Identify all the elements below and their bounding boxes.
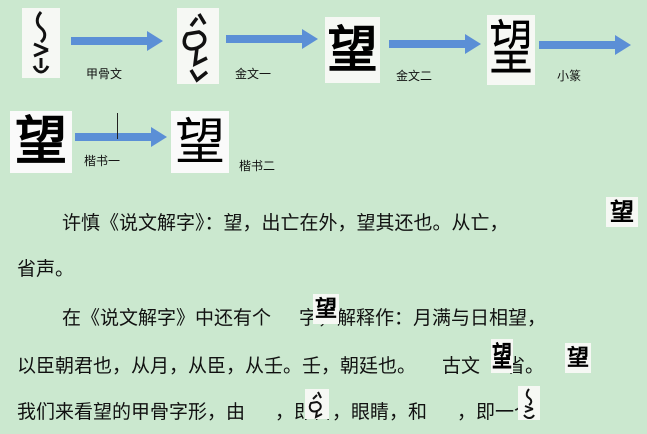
inline-glyph-seal-1: 望 <box>606 197 638 227</box>
inline-glyph-seal-3: 望 <box>565 343 591 373</box>
stage-label-bronze-1: 金文一 <box>235 67 272 81</box>
eye-glyph-icon <box>308 391 323 419</box>
paragraph-2-line-1-after: 字，解释作：月满与日相望， <box>299 307 547 329</box>
inline-glyph-ancient-char: 望 <box>492 339 512 373</box>
arrow-4 <box>539 35 631 55</box>
stage-label-small-seal: 小篆 <box>557 69 582 83</box>
inline-glyph-seal-1-char: 望 <box>610 197 634 226</box>
arrow-2 <box>226 29 318 49</box>
inline-glyph-ancient: 望 <box>491 339 513 373</box>
paragraph-2-line-3-c: ，即一个 <box>457 401 534 423</box>
text-cursor <box>117 113 118 139</box>
paragraph-1-line-1-text: 许慎《说文解字》：望，出亡在外，望其还也。从亡， <box>62 212 509 234</box>
bronze-glyph-1-drawing <box>182 13 209 83</box>
oracle-bone-glyph <box>22 8 60 78</box>
regular-script-glyph-1: 望 <box>10 111 72 173</box>
arrow-3 <box>389 34 481 54</box>
stage-label-regular-2: 楷书二 <box>239 159 276 173</box>
paragraph-2-line-2-before: 以臣朝君也，从月，从臣，从壬。壬，朝廷也。 <box>17 355 417 377</box>
small-seal-glyph: 望 <box>487 15 535 85</box>
paragraph-2-line-3: 我们来看望的甲骨字形，由 ，即目，眼睛，和 ，即一个 <box>17 400 533 424</box>
paragraph-2-line-3-b: ，即目，眼睛，和 <box>275 401 428 423</box>
inline-glyph-seal-2: 望 <box>313 294 339 324</box>
inline-glyph-person <box>518 386 540 420</box>
paragraph-2-line-2-after: 省。 <box>506 355 545 377</box>
stage-label-bronze-2: 金文二 <box>396 69 433 83</box>
arrow-5 <box>75 127 167 147</box>
paragraph-2-line-1-before: 在《说文解字》中还有个 <box>62 307 272 329</box>
regular-script-glyph-2: 望 <box>171 111 229 173</box>
small-seal-glyph-char: 望 <box>489 15 533 84</box>
regular-script-glyph-2-char: 望 <box>175 113 225 171</box>
inline-glyph-seal-2-char: 望 <box>314 296 337 322</box>
bronze-glyph-2: 望 <box>325 17 380 83</box>
paragraph-1-line-2: 省声。 <box>17 257 74 281</box>
regular-script-glyph-1-char: 望 <box>14 111 67 172</box>
bronze-glyph-1 <box>177 8 219 84</box>
bronze-glyph-2-char: 望 <box>327 20 378 79</box>
paragraph-2-line-2-mid: 古文 <box>442 355 481 377</box>
paragraph-1-line-2-text: 省声。 <box>17 258 75 280</box>
oracle-bone-glyph-drawing <box>32 11 50 74</box>
paragraph-1-line-1: 许慎《说文解字》：望，出亡在外，望其还也。从亡， <box>62 211 509 235</box>
inline-glyph-seal-3-char: 望 <box>566 345 589 371</box>
paragraph-2-line-1: 在《说文解字》中还有个 字，解释作：月满与日相望， <box>62 306 546 330</box>
person-glyph-icon <box>523 388 535 419</box>
inline-glyph-eye <box>305 389 329 419</box>
arrow-1 <box>71 31 163 51</box>
paragraph-2-line-2: 以臣朝君也，从月，从臣，从壬。壬，朝廷也。 古文 省。 <box>17 354 544 378</box>
stage-label-oracle: 甲骨文 <box>86 67 123 81</box>
stage-label-regular-1: 楷书一 <box>84 154 121 168</box>
paragraph-2-line-3-a: 我们来看望的甲骨字形，由 <box>17 401 246 423</box>
